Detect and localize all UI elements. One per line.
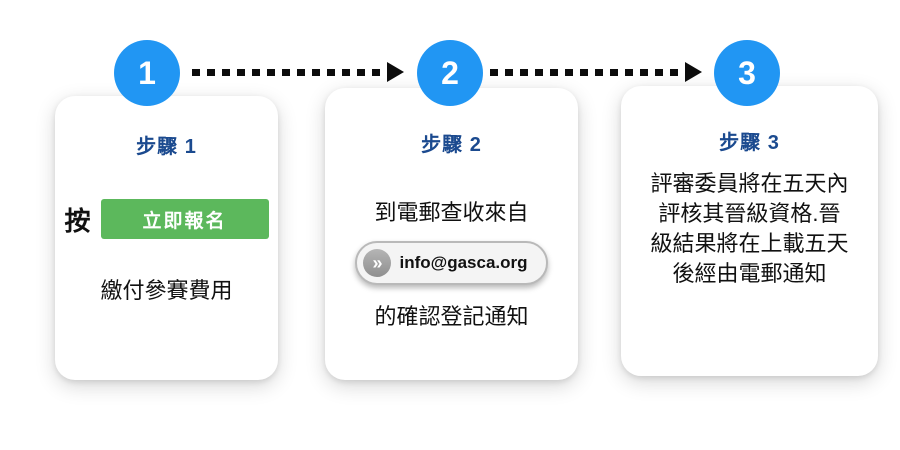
step-3-text-line: 評核其晉級資格.晉 <box>658 201 841 226</box>
step-3-number: 3 <box>738 54 756 91</box>
dotted-line <box>192 68 389 76</box>
step-3-card: 步驟 3 評審委員將在五天內 評核其晉級資格.晉 級結果將在上載五天 後經由電郵… <box>621 86 878 376</box>
step-2-card: 步驟 2 到電郵查收來自 » info@gasca.org 的確認登記通知 <box>325 88 578 380</box>
step-1-prefix-text: 按 <box>64 205 91 236</box>
arrowhead-icon <box>685 62 702 82</box>
step-2-line2: 的確認登記通知 <box>374 304 529 329</box>
step-1-card: 步驟 1 按 立即報名 繳付參賽費用 <box>55 96 278 380</box>
step-2-line1: 到電郵查收來自 <box>374 200 529 225</box>
step-1-footer-text: 繳付參賽費用 <box>100 278 233 303</box>
step-1-number: 1 <box>138 54 156 91</box>
signup-button[interactable]: 立即報名 <box>100 199 269 239</box>
email-pill: » info@gasca.org <box>355 241 548 285</box>
step-3-text-line: 級結果將在上載五天 <box>650 231 849 256</box>
arrow-step2-to-step3 <box>490 62 702 82</box>
step-3-paragraph: 評審委員將在五天內 評核其晉級資格.晉 級結果將在上載五天 後經由電郵通知 <box>650 169 848 289</box>
email-address: info@gasca.org <box>399 253 528 272</box>
step-1-title: 步驟 1 <box>136 136 197 158</box>
step-3-text-line: 評審委員將在五天內 <box>650 171 849 196</box>
step-3-title: 步驟 3 <box>719 132 780 154</box>
step-2-number-badge: 2 <box>417 40 483 106</box>
step-2-number: 2 <box>441 54 459 91</box>
step-2-title: 步驟 2 <box>421 134 482 156</box>
arrow-step1-to-step2 <box>192 62 404 82</box>
dotted-line <box>490 68 687 76</box>
arrowhead-icon <box>387 62 404 82</box>
step-1-action-row: 按 立即報名 <box>64 199 269 239</box>
step-3-text-line: 後經由電郵通知 <box>672 261 827 286</box>
double-chevron-icon: » <box>363 249 392 277</box>
step-1-number-badge: 1 <box>114 40 180 106</box>
step-3-number-badge: 3 <box>714 40 780 106</box>
